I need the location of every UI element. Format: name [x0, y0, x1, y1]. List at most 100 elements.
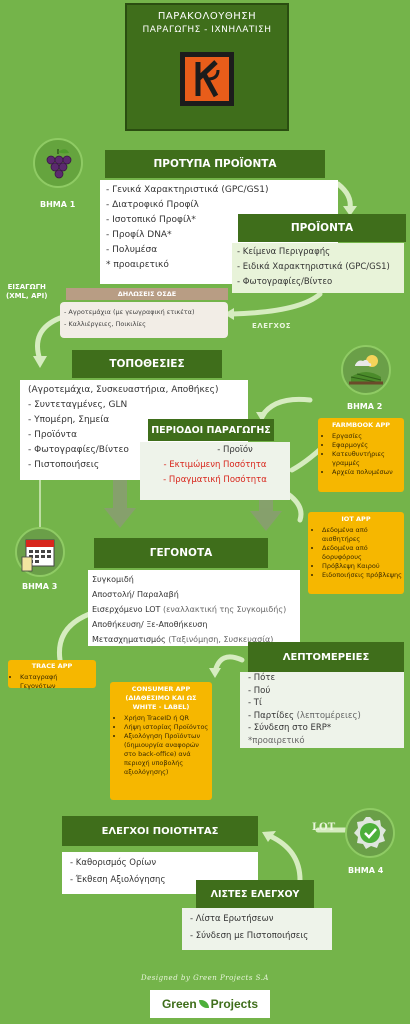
- step1-label: ΒΗΜΑ 1: [40, 200, 76, 209]
- trace-app: TRACE APP Καταγραφή Γεγονότων: [8, 660, 96, 691]
- consumer-item: Λήψη ιστορίας Προϊόντος: [124, 723, 210, 732]
- periodoi-list: - Προϊόν - Εκτιμώμενη Ποσότητα - Πραγματ…: [140, 442, 290, 500]
- farmbook-item: Εφαρμογές: [332, 441, 402, 450]
- leptomereies-item-what: - Τί: [248, 698, 262, 708]
- elegxoi-item: - Καθορισμός Ορίων: [70, 858, 157, 868]
- gegonota-item: Συγκομιδή: [92, 572, 300, 587]
- gegonota-item: Αποστολή/ Παραλαβή: [92, 587, 300, 602]
- header-title-line2: ΠΑΡΑΓΩΓΗΣ - ΙΧΝΗΛΑΤΙΣΗ: [142, 25, 272, 35]
- iot-title: IOT APP: [341, 515, 371, 523]
- elegxoi-banner: ΕΛΕΓΧΟΙ ΠΟΙΟΤΗΤΑΣ: [62, 816, 258, 846]
- step3-calendar-icon: [15, 527, 65, 577]
- gegonota-list: Συγκομιδή Αποστολή/ Παραλαβή Εισερχόμενο…: [88, 570, 300, 646]
- topothesies-item: - Φωτογραφίες/Βίντεο: [28, 445, 129, 455]
- leptomereies-item-where: - Πού: [248, 685, 271, 696]
- farmbook-item: Εργασίες: [332, 432, 402, 441]
- listes-item: - Λίστα Ερωτήσεων: [190, 914, 274, 924]
- step2-farm-icon: [341, 345, 391, 395]
- leptomereies-item-batches: - Παρτίδες (λεπτομέρειες): [248, 710, 404, 723]
- import-label: ΕΙΣΑΓΩΓΗ (XML, API): [6, 283, 47, 301]
- check-label: ΕΛΕΓΧΟΣ: [252, 322, 292, 330]
- periodoi-item-product: - Προϊόν: [217, 445, 253, 455]
- consumer-app: CONSUMER APP (ΔΙΑΘΕΣΙΜΟ ΚΑΙ ΩΣ WHITE - L…: [110, 682, 212, 800]
- gegonota-item-main: Συγκομιδή: [92, 575, 134, 584]
- protypa-item: - Ισοτοπικό Προφίλ*: [106, 215, 196, 225]
- consumer-item: Χρήση TraceID ή QR: [124, 714, 210, 723]
- gegonota-item: Αποθήκευση/ Ξε-Αποθήκευση: [92, 617, 300, 632]
- elegxoi-item: - Έκθεση Αξιολόγησης: [70, 875, 166, 885]
- periodoi-banner: ΠΕΡΙΟΔΟΙ ΠΑΡΑΓΩΓΗΣ: [148, 419, 274, 441]
- listes-list: - Λίστα Ερωτήσεων - Σύνδεση με Πιστοποιή…: [182, 908, 332, 950]
- leptomereies-batches-note: (λεπτομέρειες): [296, 710, 361, 721]
- oske-item: - Αγροτεμάχια (με γεωγραφική ετικέτα): [64, 308, 195, 316]
- topothesies-item: (Αγροτεμάχια, Συσκευαστήρια, Αποθήκες): [28, 385, 219, 395]
- iot-item: Δεδομένα από αισθητήρες: [322, 526, 402, 544]
- protypa-item: * προαιρετικό: [106, 260, 169, 270]
- proionta-banner: ΠΡΟΪΟΝΤΑ: [238, 214, 406, 242]
- gegonota-item-main: Αποθήκευση/ Ξε-Αποθήκευση: [92, 620, 208, 629]
- oske-item: - Καλλιέργειες, Ποικιλίες: [64, 320, 146, 328]
- proionta-item: - Ειδικά Χαρακτηριστικά (GPC/GS1): [237, 262, 390, 272]
- protypa-item: - Προφίλ DNA*: [106, 230, 172, 240]
- leptomereies-item-erp: - Σύνδεση στο ERP*: [248, 723, 332, 733]
- consumer-item: Αξιολόγηση Προϊόντων (δημιουργία αναφορώ…: [124, 732, 210, 777]
- step2-label: ΒΗΜΑ 2: [347, 402, 383, 411]
- trace-title: TRACE APP: [31, 662, 73, 670]
- gegonota-item-main: Εισερχόμενο LOT: [92, 605, 163, 614]
- import-line2: (XML, API): [6, 292, 48, 300]
- topothesies-item: - Υπομέρη, Σημεία: [28, 415, 110, 425]
- gegonota-item-main: Μετασχηματισμός: [92, 635, 169, 644]
- step4-quality-check-icon: [345, 808, 395, 858]
- topothesies-item: - Συντεταγμένες, GLN: [28, 400, 128, 410]
- lot-label: LOT: [312, 822, 336, 833]
- iot-item: Ειδοποιήσεις πρόβλεψης: [322, 571, 402, 580]
- protypa-banner: ΠΡΟΤΥΠΑ ΠΡΟΪΟΝΤΑ: [105, 150, 325, 178]
- consumer-title: CONSUMER APP: [131, 685, 191, 693]
- protypa-item: - Διατροφικό Προφίλ: [106, 200, 199, 210]
- trace-item: Καταγραφή Γεγονότων: [20, 673, 94, 691]
- leptomereies-optional-note: *προαιρετικό: [248, 735, 305, 746]
- proionta-item: - Φωτογραφίες/Βίντεο: [237, 277, 333, 287]
- gegonota-item-note: (Ταξινόμηση, Συσκευασία): [168, 635, 274, 644]
- topothesies-item: - Προϊόντα: [28, 430, 78, 440]
- step3-label: ΒΗΜΑ 3: [22, 582, 58, 591]
- leptomereies-list: - Πότε - Πού - Τί - Παρτίδες (λεπτομέρει…: [240, 672, 404, 748]
- periodoi-item-actual: - Πραγματική Ποσότητα: [163, 475, 267, 485]
- farmbook-item: Κατευθυντήριες γραμμές: [332, 450, 402, 468]
- proionta-item: - Κείμενα Περιγραφής: [237, 247, 331, 257]
- oske-box: - Αγροτεμάχια (με γεωγραφική ετικέτα) - …: [60, 302, 228, 338]
- designed-by-text: Designed by Green Projects S.A: [140, 974, 269, 982]
- green-projects-logo: Green Projects: [150, 990, 270, 1018]
- logo-word-green: Green: [161, 997, 197, 1011]
- company-logo-icon: [180, 52, 234, 106]
- gegonota-item: Μετασχηματισμός (Ταξινόμηση, Συσκευασία): [92, 632, 300, 647]
- topothesies-banner: ΤΟΠΟΘΕΣΙΕΣ: [72, 350, 222, 378]
- gegonota-banner: ΓΕΓΟΝΟΤΑ: [94, 538, 268, 568]
- oske-header: ΔΗΛΩΣΕΙΣ ΟΣΔΕ: [66, 288, 228, 300]
- header-title-line1: ΠΑΡΑΚΟΛΟΥΘΗΣΗ: [157, 11, 257, 22]
- iot-app: IOT APP Δεδομένα από αισθητήρες Δεδομένα…: [308, 512, 404, 594]
- consumer-title-sub2: WHITE - LABEL): [132, 703, 190, 711]
- protypa-item: - Γενικά Χαρακτηριστικά (GPC/GS1): [106, 185, 269, 195]
- farmbook-app: FARMBOOK APP Εργασίες Εφαρμογές Κατευθυν…: [318, 418, 404, 492]
- protypa-item: - Πολυμέσα: [106, 245, 158, 255]
- farmbook-item: Αρχεία πολυμέσων: [332, 468, 402, 477]
- iot-item: Πρόβλεψη Καιρού: [322, 562, 402, 571]
- logo-leaf-icon: [198, 1000, 209, 1008]
- gegonota-item: Εισερχόμενο LOT (εναλλακτική της Συγκομι…: [92, 602, 300, 617]
- iot-item: Δεδομένα από δορυφόρους: [322, 544, 402, 562]
- header-panel: ΠΑΡΑΚΟΛΟΥΘΗΣΗ ΠΑΡΑΓΩΓΗΣ - ΙΧΝΗΛΑΤΙΣΗ: [125, 3, 289, 131]
- leptomereies-item-when: - Πότε: [248, 673, 276, 683]
- periodoi-item-estimated: - Εκτιμώμενη Ποσότητα: [163, 460, 267, 470]
- listes-item: - Σύνδεση με Πιστοποιήσεις: [190, 931, 309, 941]
- step4-label: ΒΗΜΑ 4: [348, 866, 384, 875]
- listes-banner: ΛΙΣΤΕΣ ΕΛΕΓΧΟΥ: [196, 880, 314, 908]
- step1-grapes-icon: [33, 138, 83, 188]
- leptomereies-banner: ΛΕΠΤΟΜΕΡΕΙΕΣ: [248, 642, 404, 672]
- proionta-list: - Κείμενα Περιγραφής - Ειδικά Χαρακτηρισ…: [232, 243, 404, 293]
- topothesies-item: - Πιστοποιήσεις: [28, 460, 100, 470]
- gegonota-item-main: Αποστολή/ Παραλαβή: [92, 590, 179, 599]
- import-line1: ΕΙΣΑΓΩΓΗ: [7, 283, 46, 291]
- gegonota-item-note: (εναλλακτική της Συγκομιδής): [162, 605, 287, 614]
- farmbook-title: FARMBOOK APP: [331, 421, 391, 429]
